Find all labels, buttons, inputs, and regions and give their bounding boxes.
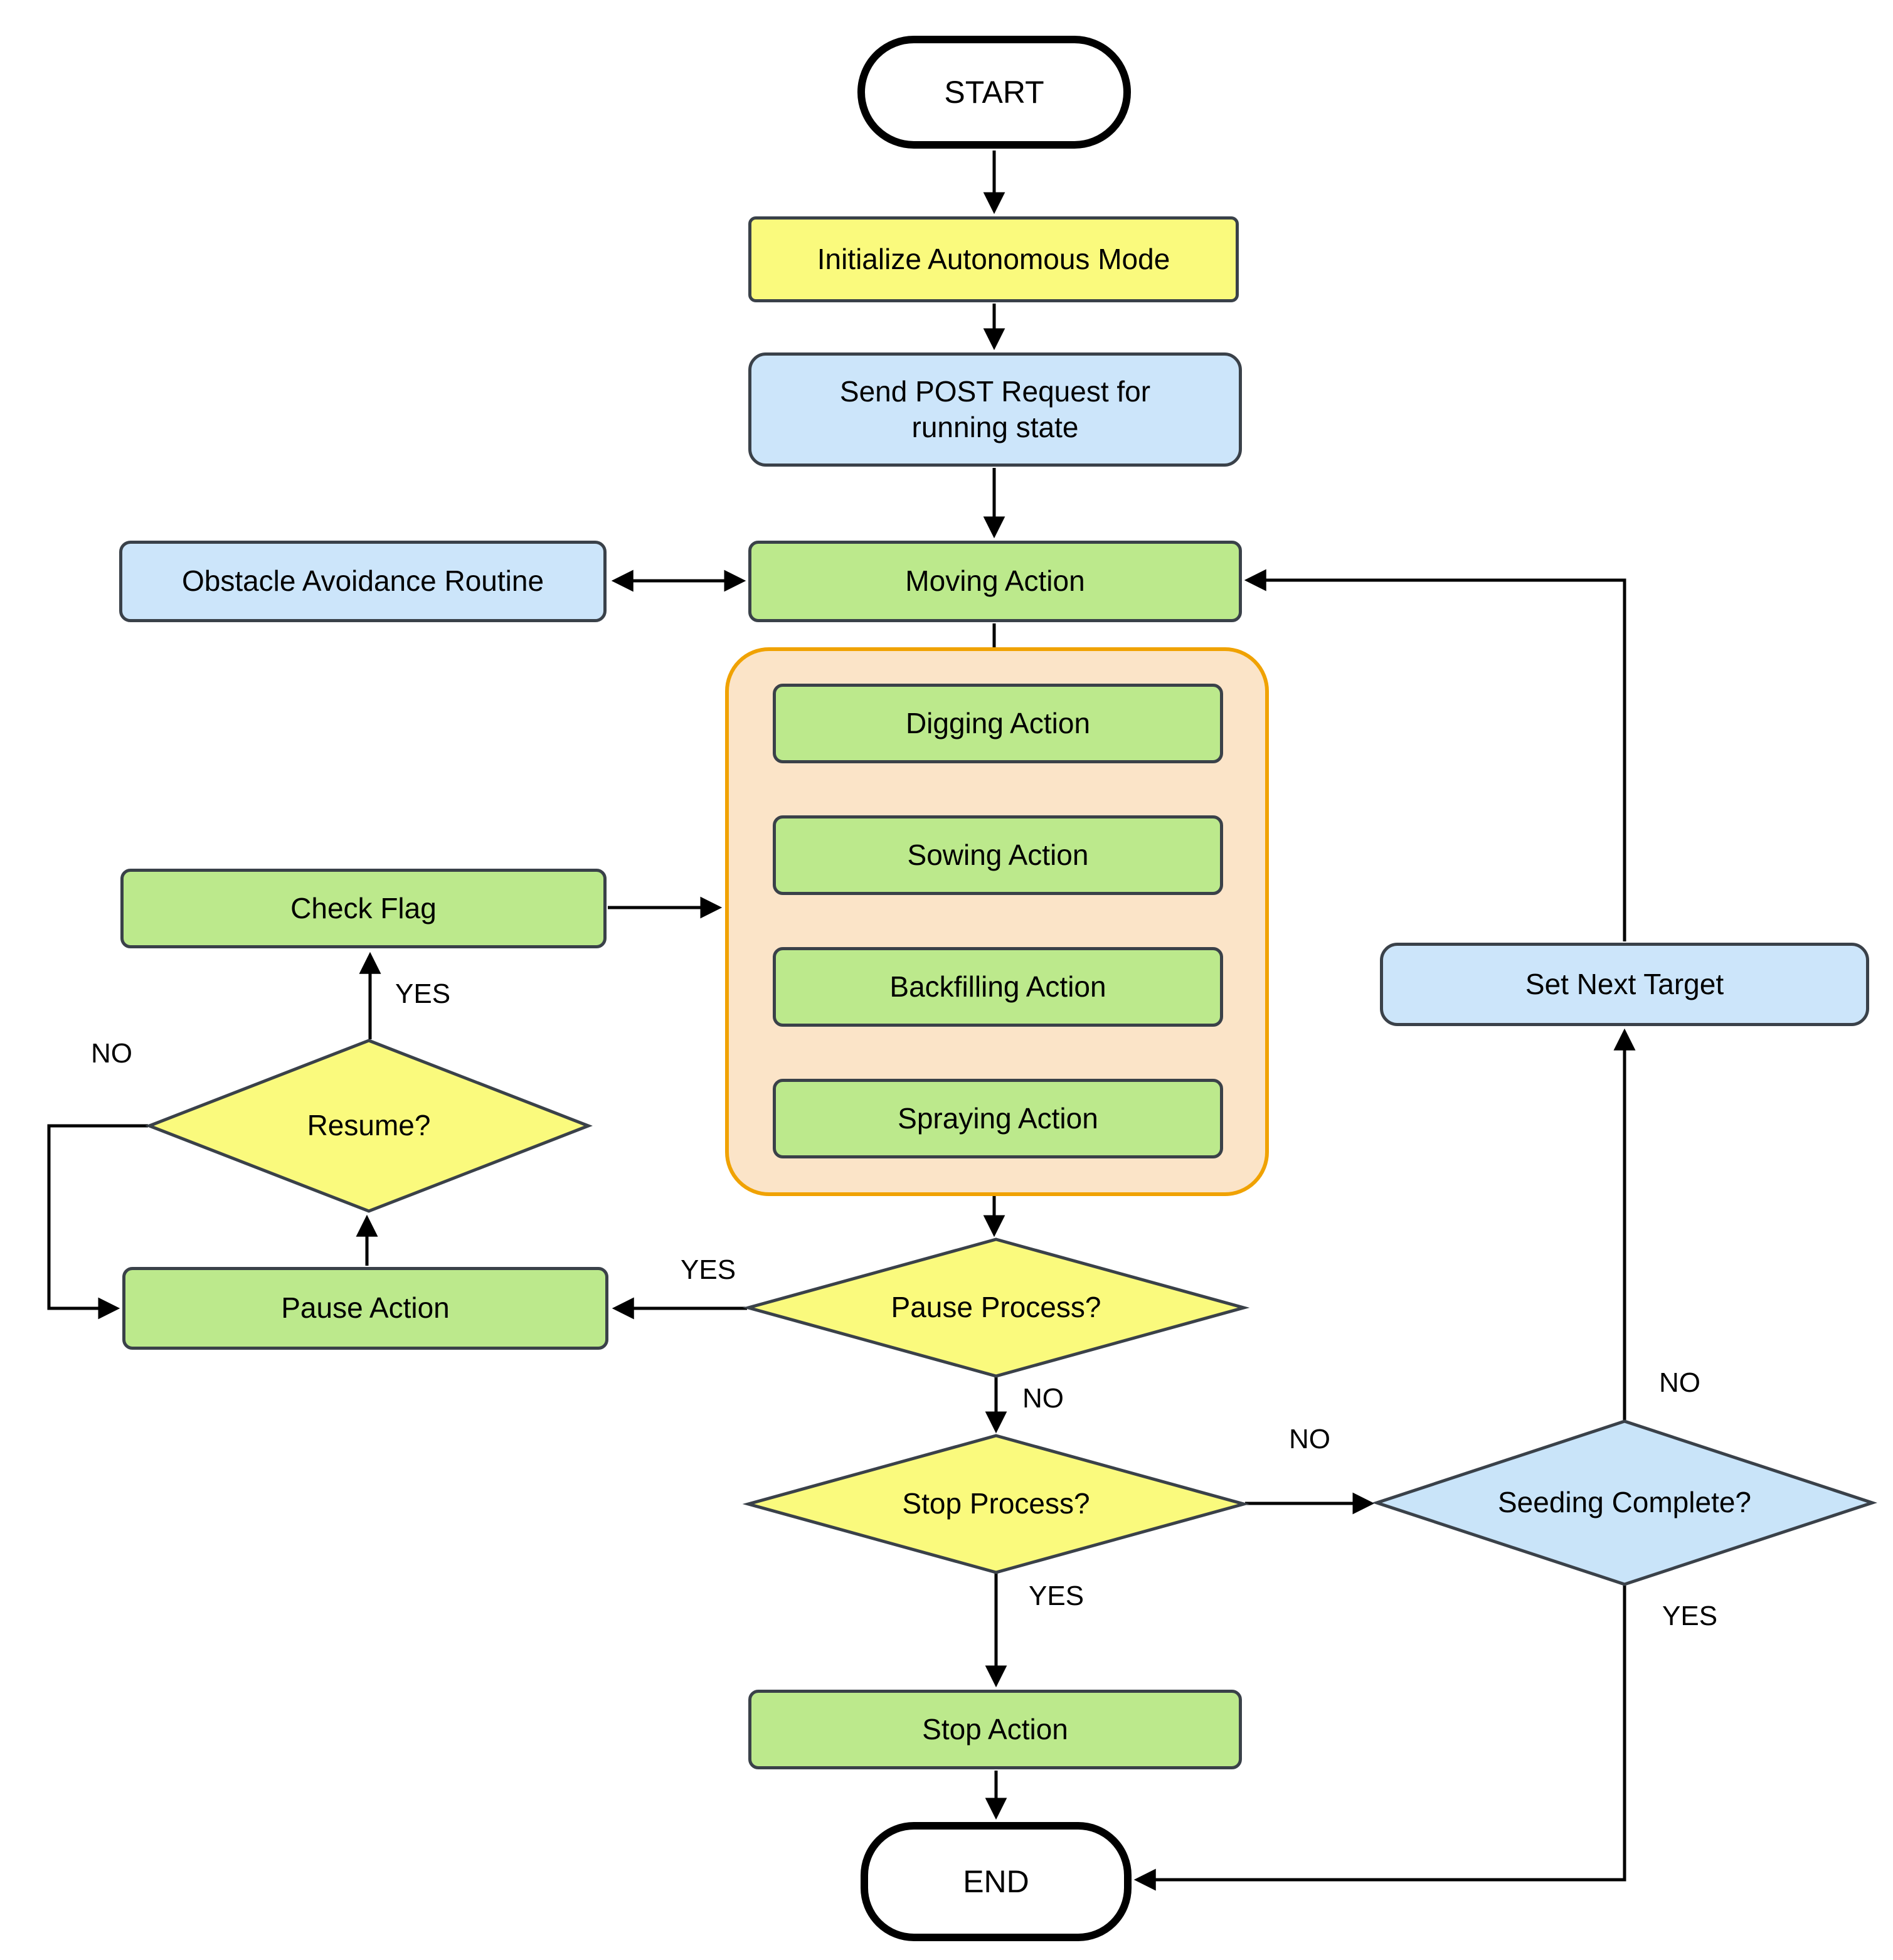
node-spraying-action: Spraying Action <box>773 1079 1223 1158</box>
node-end: END <box>861 1822 1132 1941</box>
edge-label-pause-yes: YES <box>681 1254 736 1285</box>
decision-resume: Resume? <box>149 1041 588 1211</box>
node-pause-action-label: Pause Action <box>281 1291 450 1325</box>
node-end-label: END <box>963 1863 1029 1899</box>
edge-seeding-end-yes <box>1133 1586 1626 1891</box>
edge-label-resume-yes: YES <box>395 978 451 1009</box>
node-moving-label: Moving Action <box>905 564 1085 598</box>
decision-pause-process: Pause Process? <box>748 1239 1244 1376</box>
node-obstacle-label: Obstacle Avoidance Routine <box>181 564 544 598</box>
decision-pause-process-label: Pause Process? <box>891 1291 1101 1324</box>
node-pause-action: Pause Action <box>122 1267 608 1350</box>
node-digging-action: Digging Action <box>773 684 1223 763</box>
diamond-shape <box>149 1041 588 1211</box>
edge-setnexttarget-moving <box>1244 569 1626 941</box>
node-digging-label: Digging Action <box>905 706 1091 739</box>
edge-label-seeding-yes: YES <box>1662 1601 1718 1631</box>
node-check-flag-label: Check Flag <box>290 891 437 924</box>
diamond-shape <box>748 1436 1244 1572</box>
decision-seeding-complete: Seeding Complete? <box>1377 1421 1872 1584</box>
edge-label-seeding-no: NO <box>1659 1367 1700 1398</box>
decision-seeding-complete-label: Seeding Complete? <box>1497 1486 1752 1519</box>
node-set-next-target-label: Set Next Target <box>1525 967 1724 1000</box>
node-initialize-autonomous-mode: Initialize Autonomous Mode <box>748 216 1239 302</box>
node-check-flag: Check Flag <box>120 869 607 948</box>
edge-label-stop-no: NO <box>1289 1424 1330 1454</box>
diamond-shape <box>748 1239 1244 1376</box>
node-sowing-label: Sowing Action <box>907 838 1089 871</box>
node-send-post-label: Send POST Request for running state <box>839 374 1151 444</box>
node-stop-action: Stop Action <box>748 1690 1242 1769</box>
node-initialize-label: Initialize Autonomous Mode <box>817 242 1170 275</box>
node-sowing-action: Sowing Action <box>773 815 1223 895</box>
edge-resume-pauseaction-no <box>47 1124 148 1320</box>
node-send-post-request: Send POST Request for running state <box>748 352 1242 467</box>
edge-label-stop-yes: YES <box>1029 1581 1084 1611</box>
node-moving-action: Moving Action <box>748 541 1242 622</box>
node-obstacle-avoidance-routine: Obstacle Avoidance Routine <box>119 541 607 622</box>
decision-stop-process-label: Stop Process? <box>902 1487 1090 1520</box>
decision-stop-process: Stop Process? <box>748 1436 1244 1572</box>
edge-label-pause-no: NO <box>1022 1383 1064 1414</box>
node-start-label: START <box>944 74 1044 110</box>
node-backfilling-action: Backfilling Action <box>773 947 1223 1027</box>
diamond-shape <box>1377 1421 1872 1584</box>
edge-label-resume-no: NO <box>91 1038 132 1069</box>
node-spraying-label: Spraying Action <box>898 1101 1098 1135</box>
node-stop-action-label: Stop Action <box>922 1712 1068 1745</box>
decision-resume-label: Resume? <box>307 1109 431 1142</box>
node-start: START <box>857 36 1131 149</box>
node-set-next-target: Set Next Target <box>1380 943 1869 1026</box>
node-backfilling-label: Backfilling Action <box>889 970 1106 1003</box>
